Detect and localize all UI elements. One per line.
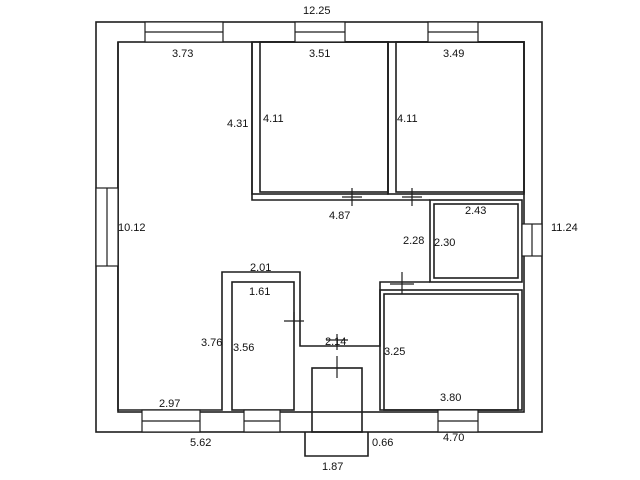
living-room-right-upper-label: 4.31 bbox=[227, 118, 248, 130]
bathroom-top-label: 2.43 bbox=[465, 205, 486, 217]
storage-top-label: 1.61 bbox=[249, 286, 270, 298]
living-room-right-lower-label: 3.76 bbox=[201, 337, 222, 349]
living-room-top-label: 3.73 bbox=[172, 48, 193, 60]
outer-walls bbox=[95, 21, 543, 433]
bottom-left-width-label: 5.62 bbox=[190, 437, 211, 449]
bedroom-1-side-label: 4.11 bbox=[263, 113, 284, 125]
bottom-right-width-label: 4.70 bbox=[443, 432, 464, 444]
hall-bottom-label: 4.87 bbox=[329, 210, 350, 222]
entrance-porch bbox=[304, 356, 369, 457]
outer-width-label: 12.25 bbox=[303, 5, 331, 17]
hall-right-label: 2.28 bbox=[403, 235, 424, 247]
hall-corridor-label: 2.01 bbox=[250, 262, 271, 274]
outer-height-label: 11.24 bbox=[551, 222, 578, 234]
kitchen-side-label: 3.25 bbox=[384, 346, 405, 358]
entrance-width-label: 1.87 bbox=[322, 461, 343, 473]
bedroom-2-top-label: 3.49 bbox=[443, 48, 464, 60]
windows bbox=[95, 21, 543, 433]
doors bbox=[284, 188, 422, 350]
living-room-bottom-label: 2.97 bbox=[159, 398, 180, 410]
bathroom-side-label: 2.30 bbox=[434, 237, 455, 249]
dimension-labels: 12.25 11.24 5.62 1.87 0.66 4.70 3.73 10.… bbox=[118, 5, 578, 473]
bedroom-2-side-label: 4.11 bbox=[397, 113, 418, 125]
storage-side-label: 3.56 bbox=[233, 342, 254, 354]
entrance-depth-label: 0.66 bbox=[372, 437, 393, 449]
kitchen-bottom-label: 3.80 bbox=[440, 392, 461, 404]
bedroom-1-top-label: 3.51 bbox=[309, 48, 330, 60]
interior-walls bbox=[117, 41, 525, 411]
hall-passage-label: 2.14 bbox=[325, 336, 346, 348]
living-room-left-label: 10.12 bbox=[118, 222, 146, 234]
